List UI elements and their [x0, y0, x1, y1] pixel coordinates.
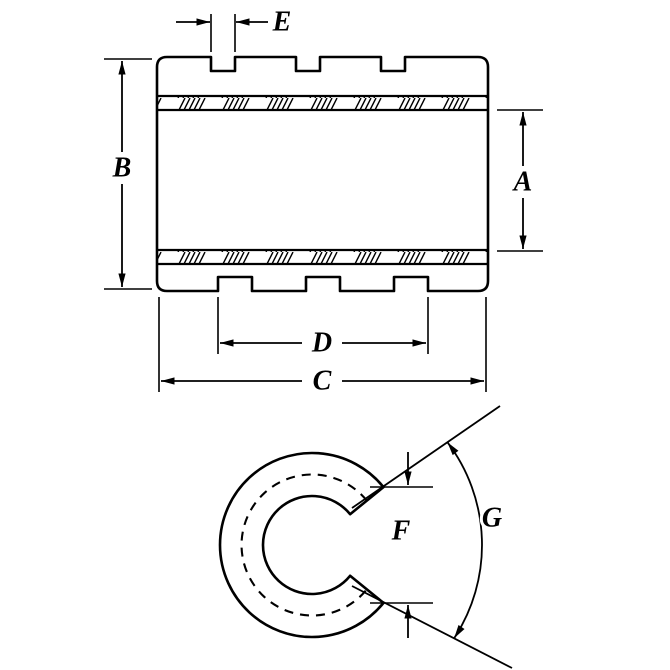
- dim-d-label: D: [311, 328, 332, 359]
- upper-race-hatch: [157, 97, 488, 109]
- dimension-f: F: [370, 452, 433, 638]
- lower-race-hatch: [157, 251, 488, 263]
- bearing-body-outline: [155, 55, 490, 293]
- dimension-c: C: [158, 297, 487, 400]
- open-ring-outline: [218, 451, 385, 639]
- dim-c-label: C: [313, 366, 332, 397]
- dim-f-label: F: [391, 516, 411, 547]
- dimension-b: B: [104, 58, 152, 290]
- dimension-a: A: [497, 109, 543, 252]
- side-view: [155, 55, 490, 293]
- dim-b-label: B: [112, 153, 132, 184]
- ball-track-dashed-circle: [240, 473, 368, 617]
- dim-g-ray-upper: [351, 405, 501, 509]
- dimension-d: D: [217, 297, 429, 362]
- dim-g-label: G: [482, 503, 502, 534]
- dim-g-angle-arc: [446, 441, 483, 639]
- dim-g-ray-lower: [351, 585, 513, 669]
- front-view: [218, 451, 385, 639]
- dim-a-label: A: [512, 167, 533, 198]
- dim-e-label: E: [272, 7, 292, 38]
- dimension-e: E: [176, 4, 294, 52]
- dimension-g: G: [351, 405, 513, 669]
